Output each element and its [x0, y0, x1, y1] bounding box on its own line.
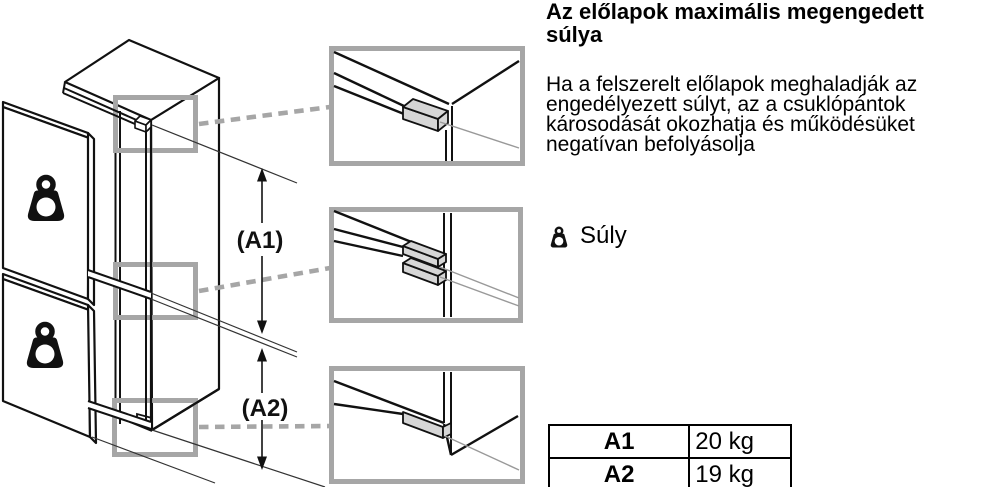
detail-box-top [329, 46, 525, 166]
table-cell-dimension: A1 [547, 424, 691, 459]
paragraph-line: Ha a felszerelt előlapok meghaladják az [546, 73, 918, 96]
dimension-label-a1: (A1) [237, 227, 284, 254]
callout-frame-top [113, 95, 198, 153]
arrow-down-icon [257, 320, 267, 334]
hinge-block [402, 240, 447, 268]
installation-diagram: (A1) (A2) [1, 38, 525, 487]
callout-frame-bottom [112, 398, 198, 457]
dimension-a2: (A2) [242, 348, 289, 470]
weight-legend-label: Súly [580, 222, 627, 249]
dashed-leader-middle [198, 265, 331, 294]
title-line-2: súlya [546, 22, 603, 47]
dashed-leader-top [198, 104, 331, 127]
detail-box-middle [329, 207, 523, 323]
paragraph-line: engedélyezett súlyt, az a csuklópántok [546, 93, 906, 116]
arrow-down-icon [257, 456, 267, 470]
body-paragraph: Ha a felszerelt előlapok meghaladják az … [546, 73, 989, 156]
table-row: A2 19 kg [547, 457, 792, 487]
title-line-1: Az előlapok maximális megengedett [546, 0, 924, 24]
table-cell-dimension: A2 [547, 457, 691, 487]
reference-lines [91, 124, 326, 487]
hinge-block [402, 98, 449, 132]
page-title: Az előlapok maximális megengedett súlya [546, 0, 986, 46]
table-cell-weight: 20 kg [688, 424, 792, 459]
max-weight-table: A1 20 kg A2 19 kg [547, 424, 792, 487]
dashed-leader-bottom [198, 423, 331, 430]
top-hinge-block [134, 115, 152, 133]
arrow-up-icon [257, 168, 267, 182]
weight-icon [549, 226, 569, 250]
paragraph-line: negatívan befolyásolja [546, 133, 755, 156]
dimension-a1: (A1) [237, 168, 284, 334]
detail-box-bottom [329, 366, 525, 484]
dimension-label-a2: (A2) [242, 395, 289, 422]
bottom-hinge-strap [87, 400, 152, 430]
callout-frames [112, 95, 198, 457]
hinge-block [402, 411, 452, 439]
paragraph-line: károsodását okozhatja és működésüket [546, 113, 915, 136]
arrow-up-icon [257, 348, 267, 362]
table-cell-weight: 19 kg [688, 457, 792, 487]
dashed-leaders [198, 104, 331, 430]
table-row: A1 20 kg [547, 424, 792, 459]
middle-hinge-strap [87, 269, 152, 300]
callout-frame-middle [113, 262, 198, 320]
cabinet-right-face [149, 76, 221, 432]
